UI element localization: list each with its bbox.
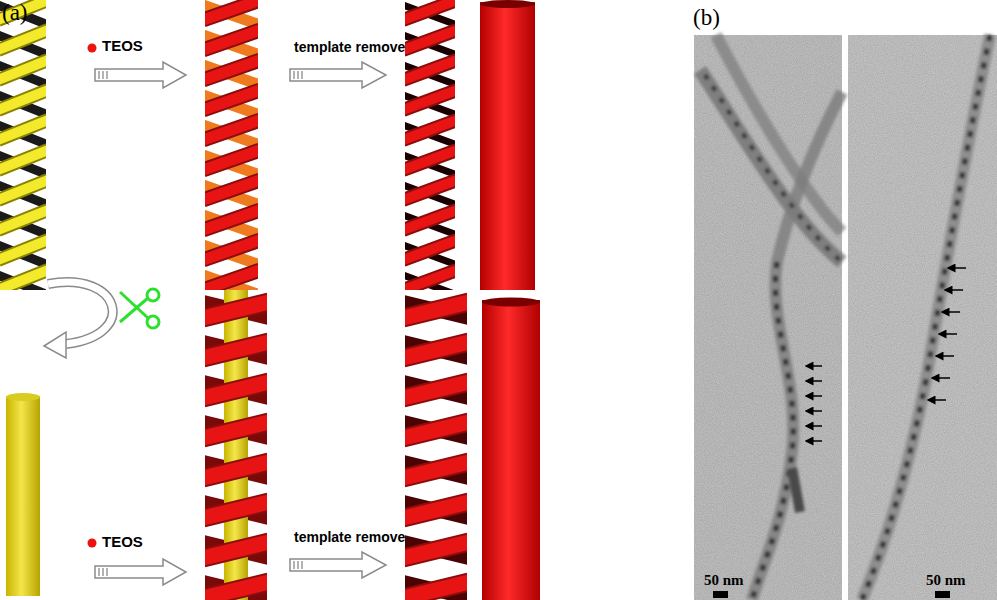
rod-end [6, 393, 40, 401]
single-rod-template [6, 396, 40, 596]
pointer-arrow [806, 395, 822, 397]
pointer-arrow [942, 311, 960, 313]
pointer-arrow [936, 355, 954, 357]
image-divider [842, 35, 848, 600]
silica-single-helix [405, 290, 467, 600]
scale-label: 50 nm [926, 572, 966, 589]
process-arrow [290, 552, 386, 578]
fiber-stripes [705, 75, 842, 262]
scissors-symbol [120, 289, 159, 328]
silica-tube [480, 2, 535, 290]
reagent-label: TEOS [102, 534, 143, 551]
pointer-arrow [928, 399, 946, 401]
scissors-handle [147, 289, 159, 301]
coil-back [405, 290, 467, 600]
pointer-arrow [948, 267, 966, 269]
pointer-arrow [806, 410, 822, 412]
process-arrow [95, 62, 186, 88]
pointer-arrow [939, 333, 957, 335]
scissors-blade [120, 298, 148, 322]
arrow-tail-marks [294, 561, 302, 569]
scale-bar [713, 591, 728, 598]
arrow-tail-marks [294, 71, 302, 79]
panel-label: (b) [693, 5, 720, 30]
helical-fiber [700, 70, 842, 262]
curved-arrow-outline [48, 282, 113, 344]
teos-dot [88, 539, 97, 548]
reagent-label: TEOS [102, 38, 143, 55]
scale-label: 50 nm [704, 572, 744, 589]
helical-fiber [752, 92, 842, 600]
tube-opening [480, 0, 535, 8]
pointer-arrows [806, 268, 966, 441]
pointer-arrow [945, 289, 963, 291]
silica-coil-on-rod [205, 290, 267, 600]
curved-arrow [48, 282, 113, 344]
coil-back [205, 290, 267, 600]
pointer-arrow [806, 425, 822, 427]
process-arrow [290, 62, 386, 88]
short-fiber [792, 468, 800, 512]
curved-arrow-head [44, 332, 66, 358]
panel-label: (a) [2, 0, 28, 25]
silica-coated-helix [205, 0, 258, 290]
pointer-arrow [806, 380, 822, 382]
double-helix-template [0, 0, 46, 290]
fiber-stripes [752, 262, 793, 600]
step-label: template remove [294, 40, 405, 55]
step-label: template remove [294, 530, 405, 545]
arrow-tail-marks [99, 568, 107, 576]
process-arrow [95, 559, 186, 585]
silica-tube [482, 300, 540, 600]
fiber-group [700, 35, 990, 600]
silica-double-helix [405, 0, 455, 290]
fiber-stripes [862, 35, 990, 600]
arrow-tail-marks [99, 71, 107, 79]
pointer-arrow [932, 377, 950, 379]
scissors-handle [147, 316, 159, 328]
tem-grain [694, 35, 997, 600]
scissors-blade [120, 292, 148, 318]
helical-fiber [862, 35, 990, 600]
scale-bar [935, 591, 950, 598]
pointer-arrow [806, 440, 822, 442]
pointer-arrow [806, 365, 822, 367]
tube-opening [482, 298, 540, 307]
teos-dot [88, 44, 97, 53]
